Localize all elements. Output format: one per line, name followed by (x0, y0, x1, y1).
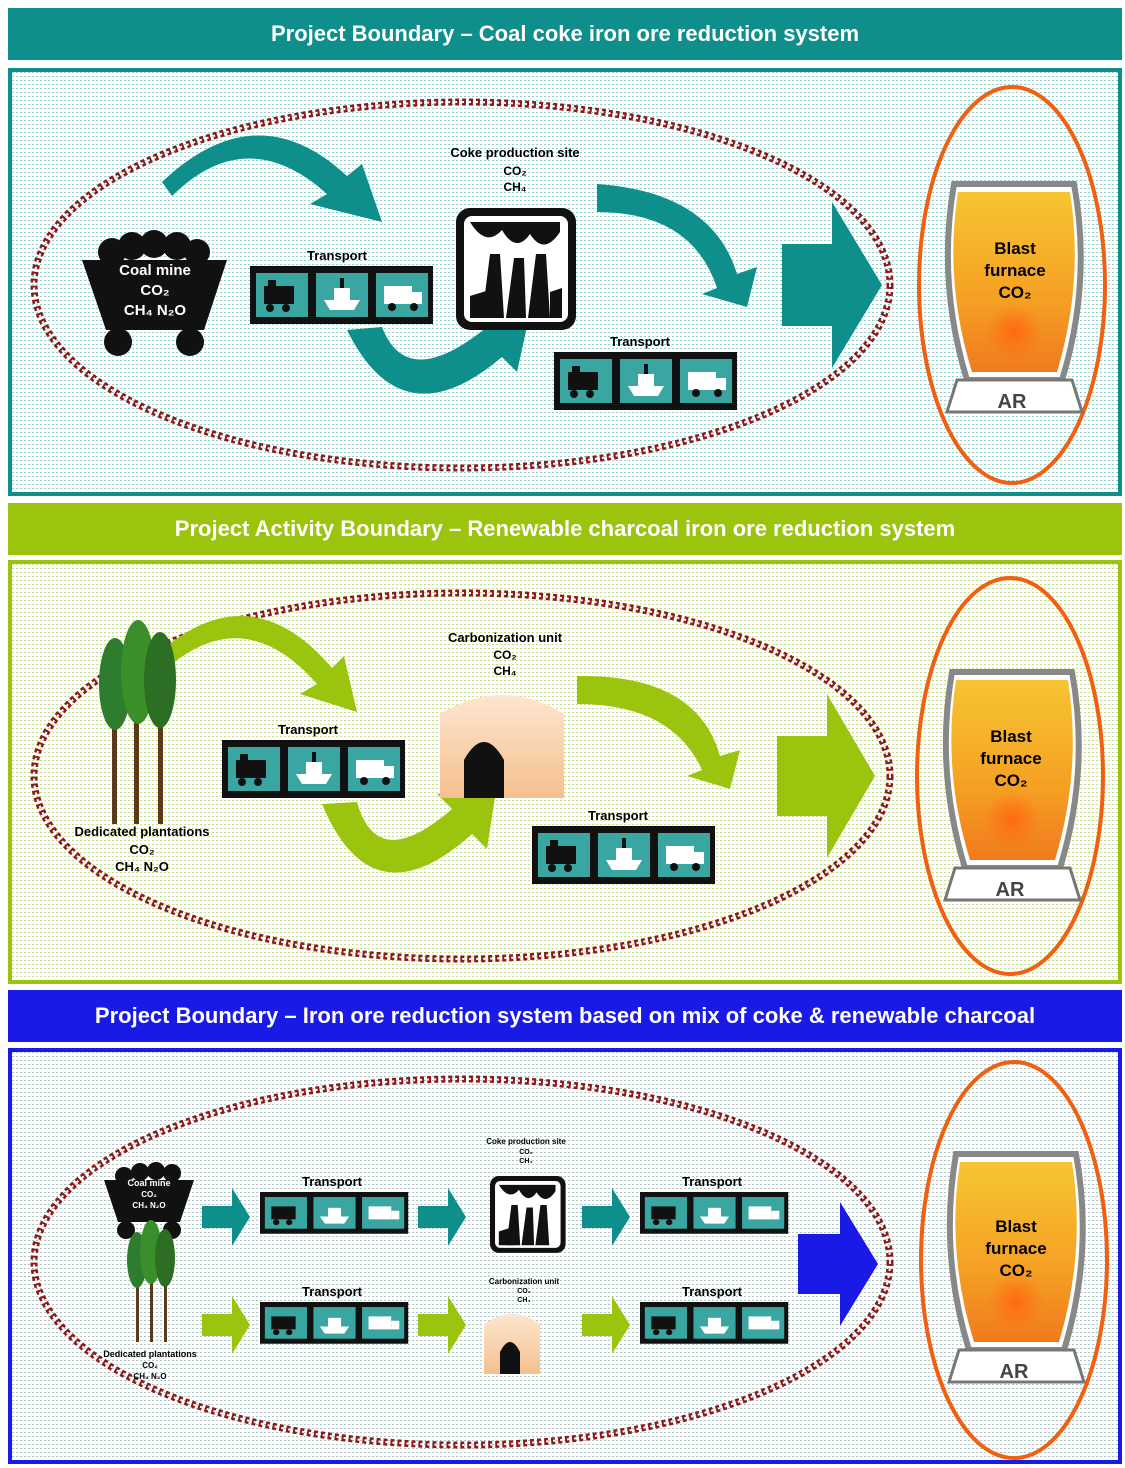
coke-site-name: Coke production site (486, 1137, 566, 1146)
train-icon (546, 840, 576, 872)
coke-site-gas1: CO₂ (519, 1149, 533, 1156)
furnace-line2: furnace (985, 1239, 1046, 1258)
truck-icon (356, 760, 394, 785)
transport-box (222, 740, 405, 798)
curved-arrow-icon (162, 616, 740, 873)
blast-furnace-icon (919, 1060, 1109, 1460)
source-name: Dedicated plantations (74, 824, 209, 839)
transport-label: Transport (588, 808, 649, 823)
source-gas2: CH₄ N₂O (124, 302, 186, 319)
furnace-line3: CO₂ (994, 771, 1027, 790)
tree-icon (127, 1220, 175, 1342)
section3-title: Project Boundary – Iron ore reduction sy… (94, 1003, 1036, 1028)
furnace-line1: Blast (990, 727, 1032, 746)
truck-icon (688, 372, 726, 397)
ship-icon (606, 838, 642, 870)
site-gas1: CO₂ (503, 164, 526, 178)
carb-site-gas2: CH₄ (517, 1297, 530, 1304)
carb-site-name: Carbonization unit (489, 1277, 560, 1286)
site-gas1: CO₂ (493, 648, 516, 662)
site-name: Carbonization unit (448, 630, 563, 645)
furnace-line1: Blast (994, 239, 1036, 258)
transport-box (260, 1302, 409, 1344)
site-name: Coke production site (450, 145, 579, 160)
site-gas2: CH₄ (493, 664, 516, 678)
blast-furnace-icon (915, 576, 1105, 976)
arrow-icon (202, 1188, 630, 1246)
coke-site-gas2: CH₄ (519, 1158, 532, 1165)
section2-header: Project Activity Boundary – Renewable ch… (8, 503, 1122, 555)
transport-box (250, 266, 433, 324)
train-icon (568, 366, 598, 398)
ship-icon (324, 278, 360, 310)
transport-label: Transport (278, 722, 339, 737)
big-arrow-icon (798, 1202, 878, 1326)
transport-label: Transport (610, 334, 671, 349)
source-gas1: CO₂ (140, 282, 169, 299)
furnace-base: AR (998, 391, 1027, 413)
ship-icon (628, 364, 664, 396)
section1-header: Project Boundary – Coal coke iron ore re… (8, 8, 1122, 60)
furnace-line1: Blast (995, 1217, 1037, 1236)
furnace-line2: furnace (984, 261, 1045, 280)
section3-panel: Coal mine CO₂ CH₄ N₂O Dedicated plantati… (8, 1048, 1122, 1464)
arrow-icon (202, 1296, 630, 1354)
transport-box (260, 1192, 409, 1234)
truck-icon (666, 846, 704, 871)
factory-icon (490, 1176, 566, 1253)
section1-panel: Coal mine CO₂ CH₄ N₂O Transport Coke pro… (8, 68, 1122, 496)
coal-cart-icon (82, 230, 227, 356)
transport-label: Transport (682, 1174, 743, 1189)
truck-icon (384, 286, 422, 311)
transport-label: Transport (302, 1174, 363, 1189)
big-arrow-icon (782, 202, 882, 368)
transport-label: Transport (307, 248, 368, 263)
curved-arrow-icon (162, 135, 757, 394)
coal-source-gas1: CO₂ (141, 1190, 157, 1199)
coal-source-name: Coal mine (127, 1178, 170, 1188)
coal-source-gas2: CH₄ N₂O (132, 1201, 165, 1210)
transport-label: Transport (302, 1284, 363, 1299)
plant-source-gas2: CH₄ N₂O (133, 1372, 166, 1381)
big-arrow-icon (777, 694, 875, 858)
plant-source-gas1: CO₂ (142, 1361, 158, 1370)
furnace-line3: CO₂ (999, 1261, 1032, 1280)
transport-box (532, 826, 715, 884)
kiln-icon (484, 1314, 540, 1374)
kiln-icon (440, 695, 564, 798)
site-gas2: CH₄ (503, 180, 526, 194)
transport-label: Transport (682, 1284, 743, 1299)
source-gas1: CO₂ (129, 842, 155, 857)
transport-box (640, 1302, 789, 1344)
section2-title: Project Activity Boundary – Renewable ch… (174, 516, 956, 541)
section1-title: Project Boundary – Coal coke iron ore re… (270, 21, 860, 46)
section3-header: Project Boundary – Iron ore reduction sy… (8, 990, 1122, 1042)
factory-icon (456, 208, 576, 330)
furnace-base: AR (996, 879, 1025, 901)
source-gas2: CH₄ N₂O (115, 859, 169, 874)
section2-panel: Dedicated plantations CO₂ CH₄ N₂O Transp… (8, 560, 1122, 984)
tree-icon (99, 620, 176, 824)
transport-box (554, 352, 737, 410)
furnace-base: AR (1000, 1361, 1029, 1383)
train-icon (264, 280, 294, 312)
blast-furnace-icon (917, 85, 1107, 485)
furnace-line3: CO₂ (998, 283, 1031, 302)
plant-source-name: Dedicated plantations (103, 1349, 197, 1359)
ship-icon (296, 752, 332, 784)
transport-box (640, 1192, 789, 1234)
furnace-line2: furnace (980, 749, 1041, 768)
carb-site-gas1: CO₂ (517, 1288, 531, 1295)
source-name: Coal mine (119, 262, 191, 279)
train-icon (236, 754, 266, 786)
